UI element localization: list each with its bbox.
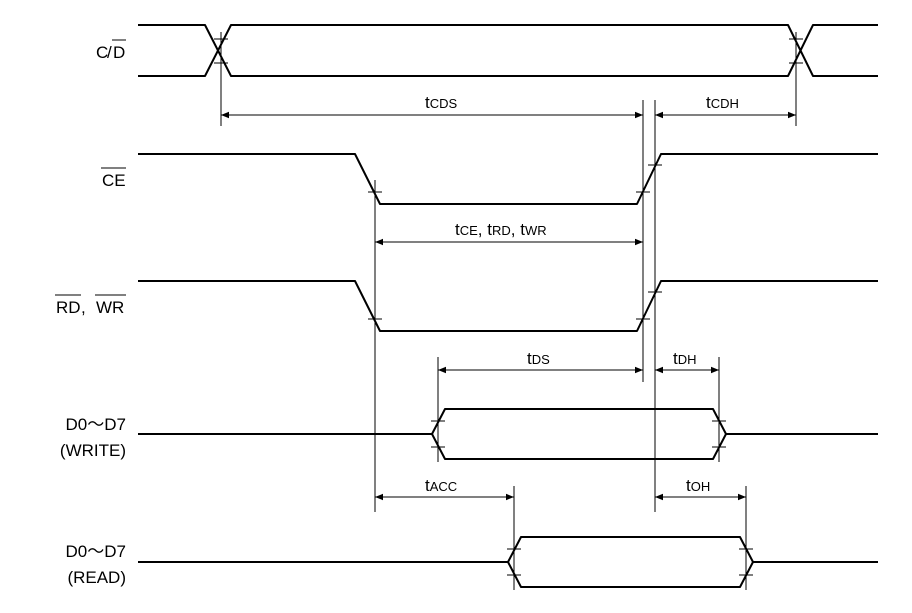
- trd-t: t: [487, 220, 492, 239]
- twr-t: t: [520, 220, 525, 239]
- tcds-sub: CDS: [430, 96, 458, 111]
- rdwr-ticks: [368, 291, 662, 320]
- tce-sep1: ,: [478, 220, 487, 239]
- tdh-sub: DH: [678, 352, 697, 367]
- tce-trd-twr-label: tCE, tRD, tWR: [455, 220, 547, 239]
- twr-sub: WR: [525, 223, 547, 238]
- tdh-label: tDH: [673, 349, 697, 368]
- toh-sub: OH: [691, 479, 711, 494]
- tcdh-label: tCDH: [706, 93, 739, 112]
- ce-waveform: [138, 153, 878, 205]
- d-write-line1: D0～D7: [66, 415, 126, 434]
- d-write-signal-label: D0～D7 (WRITE): [60, 415, 126, 460]
- d-read-signal-label: D0～D7 (READ): [66, 542, 126, 587]
- d-read-ticks: [507, 548, 753, 576]
- d-read-waveform: [138, 536, 878, 588]
- tds-t: t: [527, 349, 532, 368]
- timing-arrows: [221, 111, 796, 501]
- rdwr-signal-label: RD , WR: [55, 294, 126, 317]
- tds-label: tDS: [527, 349, 550, 368]
- cd-label-d: D: [113, 43, 125, 62]
- tdh-t: t: [673, 349, 678, 368]
- cd-wave-upper: [138, 24, 878, 77]
- tce-sub: CE: [460, 223, 478, 238]
- tds-sub: DS: [532, 352, 550, 367]
- toh-label: tOH: [686, 476, 710, 495]
- d-write-ticks: [431, 420, 726, 448]
- tcds-t: t: [425, 93, 430, 112]
- toh-t: t: [686, 476, 691, 495]
- reference-lines: [220, 32, 797, 590]
- d-write-wave-upper: [138, 408, 878, 435]
- d-write-wave-lower: [431, 433, 727, 460]
- tce-sep2: ,: [511, 220, 520, 239]
- ce-label: CE: [102, 171, 126, 190]
- ce-signal-label: CE: [101, 167, 126, 190]
- tcds-label: tCDS: [425, 93, 458, 112]
- d-read-wave-upper: [138, 536, 878, 563]
- d-read-wave-lower: [507, 561, 754, 588]
- cd-signal-label: C / D: [96, 39, 126, 62]
- d-read-line2: (READ): [67, 568, 126, 587]
- wr-label: WR: [96, 298, 124, 317]
- tick-marks: [214, 38, 803, 576]
- rdwr-separator: ,: [81, 298, 86, 317]
- tce-t: t: [455, 220, 460, 239]
- rd-label: RD: [56, 298, 81, 317]
- d-write-waveform: [138, 408, 878, 460]
- cd-wave-lower: [138, 24, 878, 77]
- cd-waveform: [138, 24, 878, 77]
- tacc-t: t: [425, 476, 430, 495]
- tcdh-t: t: [706, 93, 711, 112]
- tacc-label: tACC: [425, 476, 457, 495]
- d-read-line1: D0～D7: [66, 542, 126, 561]
- trd-sub: RD: [492, 223, 511, 238]
- tcdh-sub: CDH: [711, 96, 739, 111]
- cd-label-slash: /: [107, 43, 112, 62]
- cd-label-c: C: [96, 43, 108, 62]
- cd-ticks: [214, 38, 803, 64]
- ce-ticks: [368, 164, 662, 193]
- tacc-sub: ACC: [430, 479, 457, 494]
- rdwr-waveform: [138, 280, 878, 332]
- d-write-line2: (WRITE): [60, 441, 126, 460]
